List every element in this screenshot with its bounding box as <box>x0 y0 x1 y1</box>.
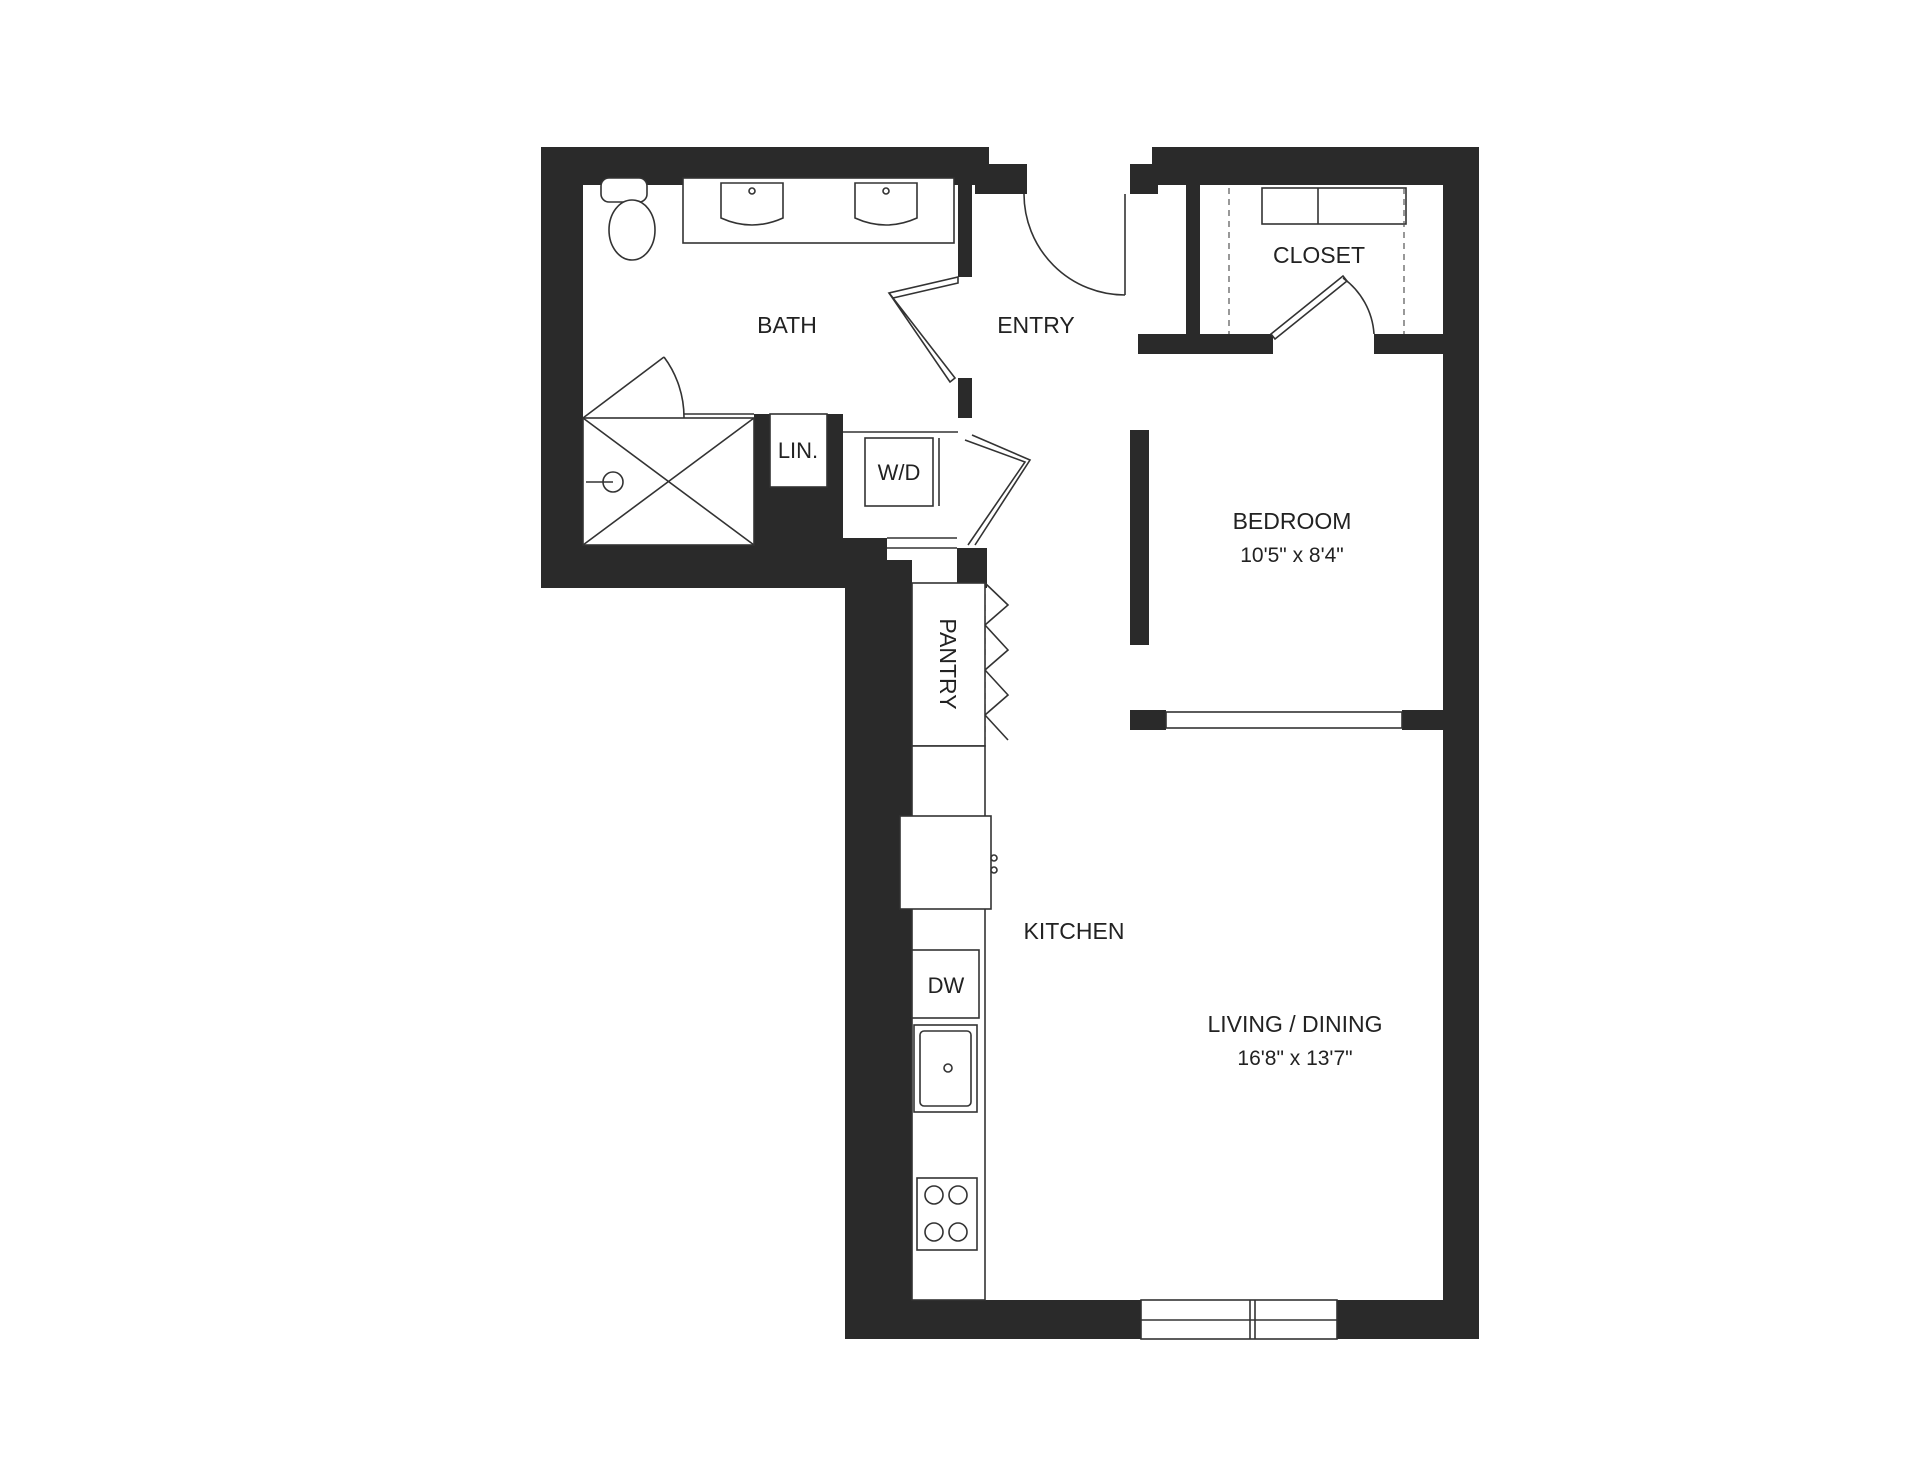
windows <box>1140 711 1403 1340</box>
wall-linen-west <box>754 414 770 545</box>
wall-bath-entry-upper <box>958 185 972 277</box>
closet-door <box>1269 274 1375 341</box>
room-label-dishwasher: DW <box>928 973 965 998</box>
refrigerator <box>899 815 992 910</box>
wall-kitchen-west-top <box>845 560 912 600</box>
room-label-closet: CLOSET <box>1273 242 1365 268</box>
room-label-linen: LIN. <box>778 438 818 463</box>
wall-south-left <box>845 1300 1141 1339</box>
room-label-bedroom: BEDROOM <box>1233 508 1352 534</box>
room-label-pantry: PANTRY <box>935 618 961 709</box>
shower-icon <box>582 356 755 546</box>
wall-bedroom-south-left <box>1130 710 1166 730</box>
bath-fixtures <box>582 177 955 546</box>
dishwasher <box>911 949 980 1019</box>
wall-bedroom-south-right <box>1402 710 1446 730</box>
wall-west-bath <box>541 147 583 588</box>
wall-kitchen-west <box>845 588 912 1339</box>
room-label-kitchen: KITCHEN <box>1024 918 1125 944</box>
washer-dryer-unit <box>864 437 934 507</box>
room-dimensions-bedroom: 10'5" x 8'4" <box>1240 544 1344 567</box>
closet-shelf <box>1261 187 1407 225</box>
bath-door <box>887 275 959 384</box>
room-label-entry: ENTRY <box>997 312 1075 338</box>
window-bedroom-opening <box>1165 711 1403 729</box>
wall-linen-core <box>770 487 827 545</box>
closet-interior <box>1228 187 1407 334</box>
kitchen-fixtures <box>899 582 998 1301</box>
sink-icon <box>854 182 918 226</box>
entry-door <box>1023 193 1126 296</box>
wall-closet-south-left <box>1138 334 1273 354</box>
sink-icon <box>720 182 784 226</box>
wall-bath-entry-lower <box>958 378 972 418</box>
wall-closet-south-right <box>1374 334 1446 354</box>
wall-bedroom-divider <box>1130 430 1149 645</box>
wall-entry-jamb-left <box>975 164 1027 194</box>
wall-south-right <box>1337 1300 1479 1339</box>
room-dimensions-living-dining: 16'8" x 13'7" <box>1237 1047 1352 1070</box>
wall-east <box>1443 147 1479 1339</box>
room-label-washer-dryer: W/D <box>878 460 921 485</box>
pantry <box>911 582 986 747</box>
walls <box>541 147 1479 1339</box>
room-label-bath: BATH <box>757 312 817 338</box>
kitchen-sink-icon <box>913 1024 978 1113</box>
linen-closet <box>769 413 828 488</box>
labels: BATH ENTRY CLOSET LIN. W/D BEDROOM 10'5"… <box>757 242 1382 1070</box>
cooktop-icon <box>916 1177 978 1251</box>
room-label-living-dining: LIVING / DINING <box>1207 1011 1382 1037</box>
wall-south-bath <box>541 545 841 588</box>
wall-closet-west <box>1186 185 1200 353</box>
toilet-icon <box>600 177 656 261</box>
pantry-door <box>983 582 1010 741</box>
utility <box>769 413 1032 549</box>
wall-north-closet <box>1152 147 1479 185</box>
wall-laundry-south-stub <box>957 548 987 588</box>
